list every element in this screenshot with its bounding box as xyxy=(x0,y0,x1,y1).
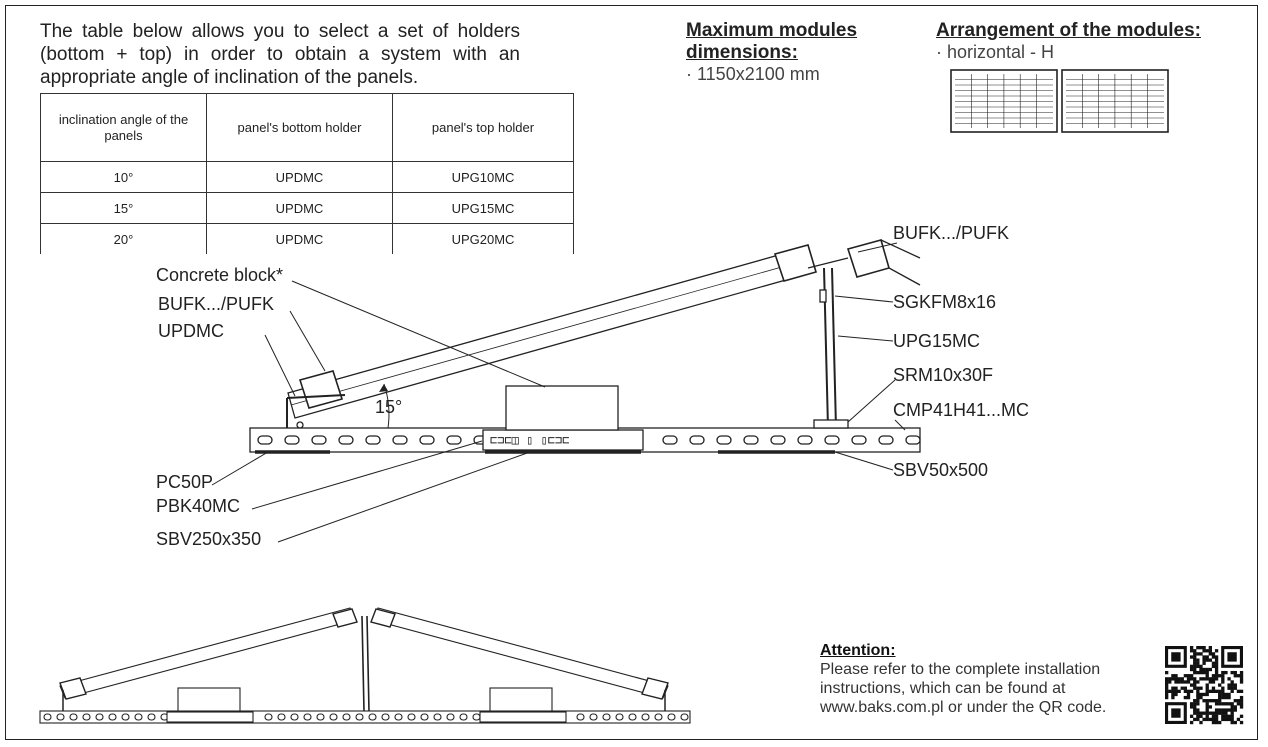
label-bufk-left: BUFK.../PUFK xyxy=(158,294,274,314)
attention-line: instructions, which can be found at xyxy=(820,680,1066,697)
max-dimensions-block: Maximum modules dimensions: · 1150x2100 … xyxy=(686,20,906,85)
table-row: 20° UPDMC UPG20MC xyxy=(40,223,574,254)
module-arrangement-icon xyxy=(950,69,1169,133)
leader-lines xyxy=(211,242,906,543)
qr-code-icon xyxy=(1165,646,1244,725)
label-sbv50: SBV50x500 xyxy=(893,460,988,480)
label-updmc: UPDMC xyxy=(158,321,224,341)
attention-notice: Attention: Please refer to the complete … xyxy=(820,641,1160,717)
side-view-double xyxy=(39,607,691,724)
cell-angle: 15° xyxy=(40,192,207,224)
cell-bottom-holder: UPDMC xyxy=(206,223,393,254)
page-frame xyxy=(5,5,1258,740)
cell-top-holder: UPG20MC xyxy=(392,223,574,254)
concrete-block-right xyxy=(489,687,553,712)
panel-left xyxy=(59,607,356,699)
label-sbv250: SBV250x350 xyxy=(156,529,261,549)
attention-line: Please refer to the complete installatio… xyxy=(820,661,1101,678)
clamp-bufk-top xyxy=(773,244,817,282)
label-bufk-right: BUFK.../PUFK xyxy=(893,223,1009,243)
header-inclination-angle: inclination angle of the panels xyxy=(40,93,207,162)
max-dimensions-title: Maximum modules dimensions: xyxy=(686,20,858,63)
arrangement-block: Arrangement of the modules: · horizontal… xyxy=(936,20,1236,63)
table-header-row: inclination angle of the panels panel's … xyxy=(40,93,574,162)
svg-text:⊏⊐⊏◫ ▯ ▯⊏⊐⊏: ⊏⊐⊏◫ ▯ ▯⊏⊐⊏ xyxy=(490,433,569,447)
label-angle: 15° xyxy=(375,397,402,417)
intro-text: The table below allows you to select a s… xyxy=(40,21,520,88)
label-concrete-block: Concrete block* xyxy=(156,265,283,285)
label-pbk40mc: PBK40MC xyxy=(156,496,240,516)
diagram-labels: Concrete block* BUFK.../PUFK UPDMC 15° P… xyxy=(156,223,1029,549)
cell-bottom-holder: UPDMC xyxy=(206,161,393,193)
connector-left xyxy=(166,711,254,723)
attention-title: Attention: xyxy=(820,642,896,659)
cell-top-holder: UPG15MC xyxy=(392,192,574,224)
concrete-block xyxy=(505,385,619,431)
arrangement-title: Arrangement of the modules: xyxy=(936,20,1201,41)
clamp-bufk-bottom xyxy=(298,370,344,409)
label-srm: SRM10x30F xyxy=(893,365,993,385)
max-dimensions-value: · 1150x2100 mm xyxy=(686,64,820,84)
label-sgkfm: SGKFM8x16 xyxy=(893,292,996,312)
cell-angle: 20° xyxy=(40,223,207,254)
header-top-holder: panel's top holder xyxy=(392,93,574,162)
arrangement-value: · horizontal - H xyxy=(936,42,1055,62)
clamp-bufk-right xyxy=(846,239,890,278)
label-cmp: CMP41H41...MC xyxy=(893,400,1029,420)
panel-right xyxy=(372,607,669,699)
label-upg15mc: UPG15MC xyxy=(893,331,980,351)
cell-angle: 10° xyxy=(40,161,207,193)
concrete-block-left xyxy=(177,687,241,712)
attention-line: www.baks.com.pl or under the QR code. xyxy=(820,699,1107,716)
label-pc50p: PC50P xyxy=(156,472,213,492)
table-row: 15° UPDMC UPG15MC xyxy=(40,192,574,224)
connector-right xyxy=(479,711,567,723)
side-view-main: ⊏⊐⊏◫ ▯ ▯⊏⊐⊏ xyxy=(249,239,921,454)
holder-selection-table: inclination angle of the panels panel's … xyxy=(40,93,574,254)
